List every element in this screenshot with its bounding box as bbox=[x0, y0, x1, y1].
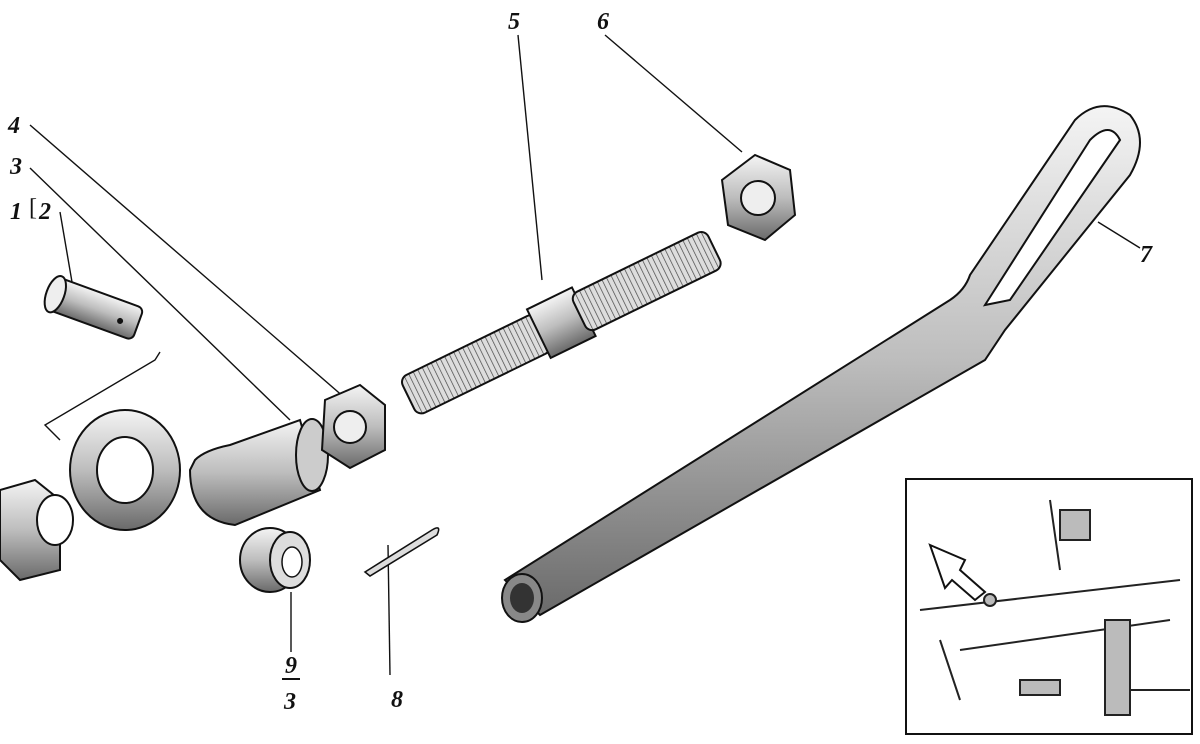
clevis-fragment bbox=[0, 478, 74, 582]
eye-rod-part bbox=[69, 409, 329, 531]
callout-9-qty: 3 bbox=[284, 689, 296, 715]
callout-3: 3 bbox=[10, 154, 22, 180]
callout-1: 1 bbox=[10, 199, 22, 225]
callout-8: 8 bbox=[391, 687, 403, 713]
cotter-pin-part bbox=[363, 527, 440, 577]
lock-nut-4 bbox=[320, 383, 386, 470]
tube-part bbox=[501, 105, 1141, 623]
callout-2: 2 bbox=[39, 199, 51, 225]
inset-location-view bbox=[905, 478, 1193, 735]
lock-nut-6 bbox=[720, 153, 797, 242]
bracket: [ bbox=[29, 195, 37, 221]
bushing-part bbox=[239, 527, 311, 593]
callout-9: 9 bbox=[282, 654, 300, 680]
callout-5: 5 bbox=[508, 9, 520, 35]
pin-part bbox=[43, 275, 144, 340]
callout-6: 6 bbox=[597, 9, 609, 35]
callout-7: 7 bbox=[1140, 242, 1152, 268]
arrow-icon bbox=[928, 543, 987, 602]
callout-4: 4 bbox=[8, 113, 20, 139]
threaded-stud-part bbox=[401, 230, 722, 415]
leader-lines bbox=[29, 34, 1141, 676]
